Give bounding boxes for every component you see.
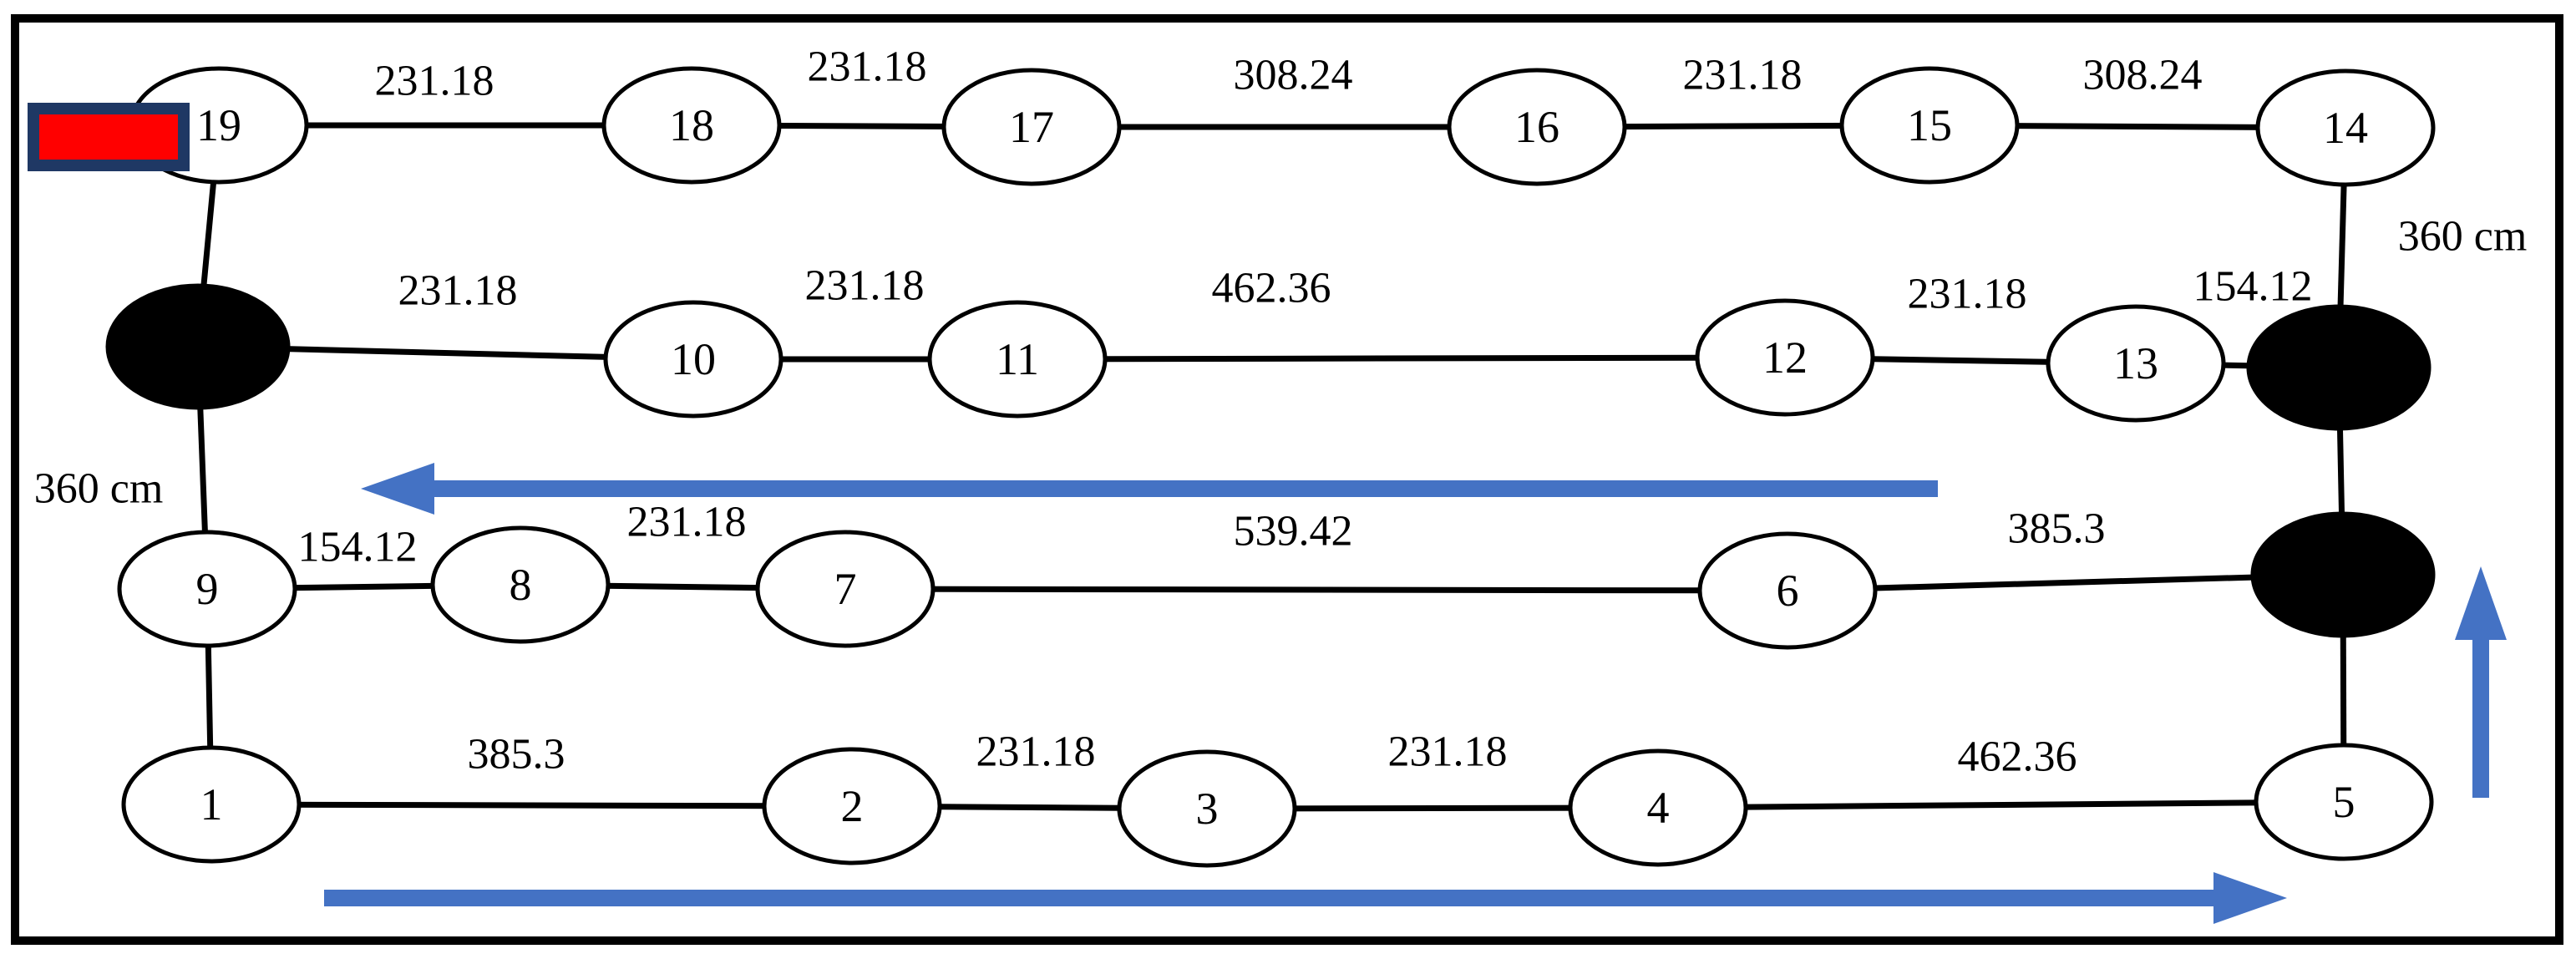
edge-node-7-node-6	[844, 586, 1788, 594]
node-13-label: 13	[2113, 338, 2158, 388]
edge-label-node-17-node-16: 308.24	[1234, 52, 1353, 99]
node-9-ellipse	[117, 530, 297, 648]
edge-label-node-15-node-14: 308.24	[2083, 52, 2203, 99]
depot-right-lower	[2250, 511, 2436, 638]
node-6-label: 6	[1777, 566, 1799, 616]
node-11-ellipse	[927, 300, 1108, 419]
node-15-ellipse	[1839, 66, 2020, 185]
node-9-label: 9	[196, 564, 219, 614]
node-10-ellipse	[603, 300, 783, 419]
edge-label-node-1-node-2: 385.3	[468, 731, 565, 779]
edge-label-node-7-node-6: 539.42	[1234, 508, 1353, 556]
node-4-ellipse	[1568, 748, 1748, 867]
depot-right-upper	[2246, 304, 2431, 431]
depot-top-left	[105, 283, 291, 410]
node-13-ellipse	[2046, 304, 2226, 423]
node-8-ellipse	[430, 525, 611, 644]
edge-label-depot-top-left-node-10: 231.18	[398, 267, 518, 315]
node-3-ellipse	[1117, 749, 1297, 868]
edge-label-depot-top-left-node-9: 360 cm	[34, 465, 164, 513]
node-2-label: 2	[841, 781, 864, 831]
flow-arrow-up	[2455, 566, 2507, 798]
node-1-ellipse	[121, 745, 302, 864]
start-marker	[28, 103, 190, 171]
edge-label-node-6-depot-right-lower: 385.3	[2008, 505, 2106, 553]
node-17-ellipse	[941, 68, 1122, 186]
node-7-ellipse	[755, 530, 936, 648]
edge-label-node-19-node-18: 231.18	[375, 58, 494, 105]
edge-label-node-8-node-7: 231.18	[627, 499, 747, 546]
node-14-ellipse	[2255, 68, 2436, 187]
edge-label-node-13-depot-right-upper: 154.12	[2193, 263, 2313, 311]
diagram-border	[11, 14, 2563, 945]
node-11-label: 11	[996, 334, 1039, 384]
edge-label-node-16-node-15: 231.18	[1683, 52, 1803, 99]
edge-label-node-14-depot-right-upper: 360 cm	[2398, 213, 2528, 261]
node-1-label: 1	[200, 779, 223, 830]
edge-node-1-node-2	[210, 801, 853, 809]
node-19-label: 19	[196, 100, 241, 150]
node-5-ellipse	[2254, 743, 2434, 861]
node-10-label: 10	[671, 334, 716, 384]
edge-label-node-11-node-12: 462.36	[1212, 265, 1331, 312]
node-2-ellipse	[762, 747, 942, 865]
edge-label-node-4-node-5: 462.36	[1958, 733, 2077, 781]
node-14-label: 14	[2323, 103, 2368, 153]
node-15-label: 15	[1907, 100, 1952, 150]
node-18-label: 18	[669, 100, 714, 150]
node-6-ellipse	[1697, 531, 1878, 650]
node-7-label: 7	[834, 564, 857, 614]
node-12-label: 12	[1762, 332, 1808, 383]
node-12-ellipse	[1695, 298, 1875, 417]
node-17-label: 17	[1009, 102, 1054, 152]
edge-node-11-node-12	[1017, 354, 1786, 363]
node-3-label: 3	[1196, 784, 1219, 834]
edge-node-4-node-5	[1657, 799, 2345, 811]
edge-label-node-3-node-4: 231.18	[1388, 728, 1508, 776]
node-4-label: 4	[1647, 783, 1670, 833]
flow-arrow-right	[324, 872, 2287, 924]
flow-arrow-left	[361, 463, 1938, 515]
edge-label-node-2-node-3: 231.18	[976, 728, 1096, 776]
node-5-label: 5	[2333, 777, 2355, 827]
node-8-label: 8	[510, 560, 532, 610]
node-18-ellipse	[601, 66, 782, 185]
node-16-ellipse	[1447, 68, 1627, 186]
edge-label-node-10-node-11: 231.18	[805, 262, 925, 310]
edge-label-node-18-node-17: 231.18	[808, 43, 927, 91]
edge-label-node-12-node-13: 231.18	[1908, 271, 2027, 318]
edge-label-node-9-node-8: 154.12	[298, 524, 418, 571]
node-16-label: 16	[1514, 102, 1559, 152]
edge-node-6-depot-right-lower	[1787, 571, 2344, 594]
